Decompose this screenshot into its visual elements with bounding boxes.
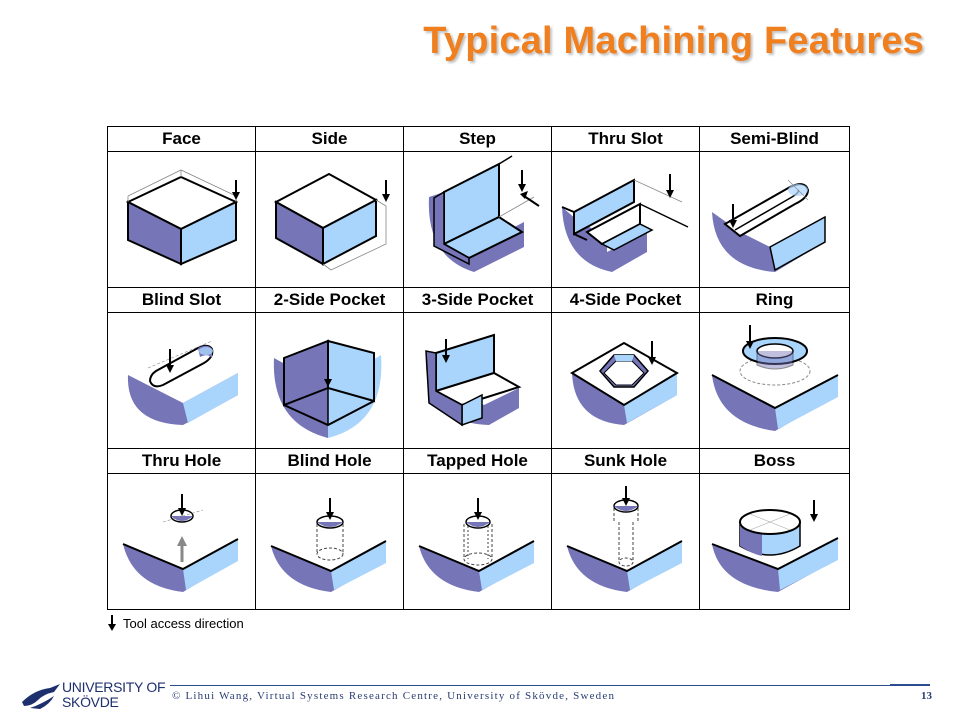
page-number: 13 <box>921 690 932 702</box>
3-side-pocket-feature-illustration <box>403 312 552 449</box>
legend: Tool access direction <box>107 614 244 632</box>
header-thru-slot: Thru Slot <box>551 126 700 152</box>
thru-hole-feature-illustration <box>107 473 256 610</box>
logo-line1: UNIVERSITY OF <box>62 679 166 695</box>
header-2-side-pocket: 2-Side Pocket <box>255 287 404 313</box>
header-semi-blind: Semi-Blind <box>699 126 850 152</box>
thru-slot-feature-illustration <box>551 151 700 288</box>
features-table: Face Side Step Thru Slot Semi-Blind <box>107 126 850 610</box>
sunk-hole-feature-illustration <box>551 473 700 610</box>
header-thru-hole: Thru Hole <box>107 448 256 474</box>
tapped-hole-feature-illustration <box>403 473 552 610</box>
side-feature-illustration <box>255 151 404 288</box>
header-step: Step <box>403 126 552 152</box>
bird-logo-icon <box>22 684 60 709</box>
header-blind-slot: Blind Slot <box>107 287 256 313</box>
semi-blind-feature-illustration <box>699 151 850 288</box>
header-tapped-hole: Tapped Hole <box>403 448 552 474</box>
footer-divider-accent <box>890 684 930 686</box>
step-feature-illustration <box>403 151 552 288</box>
header-side: Side <box>255 126 404 152</box>
logo-line2: SKÖVDE <box>62 694 119 710</box>
face-feature-illustration <box>107 151 256 288</box>
footer-copyright: © Lihui Wang, Virtual Systems Research C… <box>172 690 616 702</box>
4-side-pocket-feature-illustration <box>551 312 700 449</box>
2-side-pocket-feature-illustration <box>255 312 404 449</box>
footer-divider <box>170 685 930 686</box>
header-ring: Ring <box>699 287 850 313</box>
header-blind-hole: Blind Hole <box>255 448 404 474</box>
blind-slot-feature-illustration <box>107 312 256 449</box>
header-4-side-pocket: 4-Side Pocket <box>551 287 700 313</box>
legend-label: Tool access direction <box>123 615 244 631</box>
header-3-side-pocket: 3-Side Pocket <box>403 287 552 313</box>
page-title: Typical Machining Features <box>423 20 924 62</box>
university-logo: UNIVERSITY OF SKÖVDE <box>20 680 170 716</box>
blind-hole-feature-illustration <box>255 473 404 610</box>
down-arrow-icon <box>108 615 116 631</box>
header-sunk-hole: Sunk Hole <box>551 448 700 474</box>
header-boss: Boss <box>699 448 850 474</box>
ring-feature-illustration <box>699 312 850 449</box>
boss-feature-illustration <box>699 473 850 610</box>
header-face: Face <box>107 126 256 152</box>
